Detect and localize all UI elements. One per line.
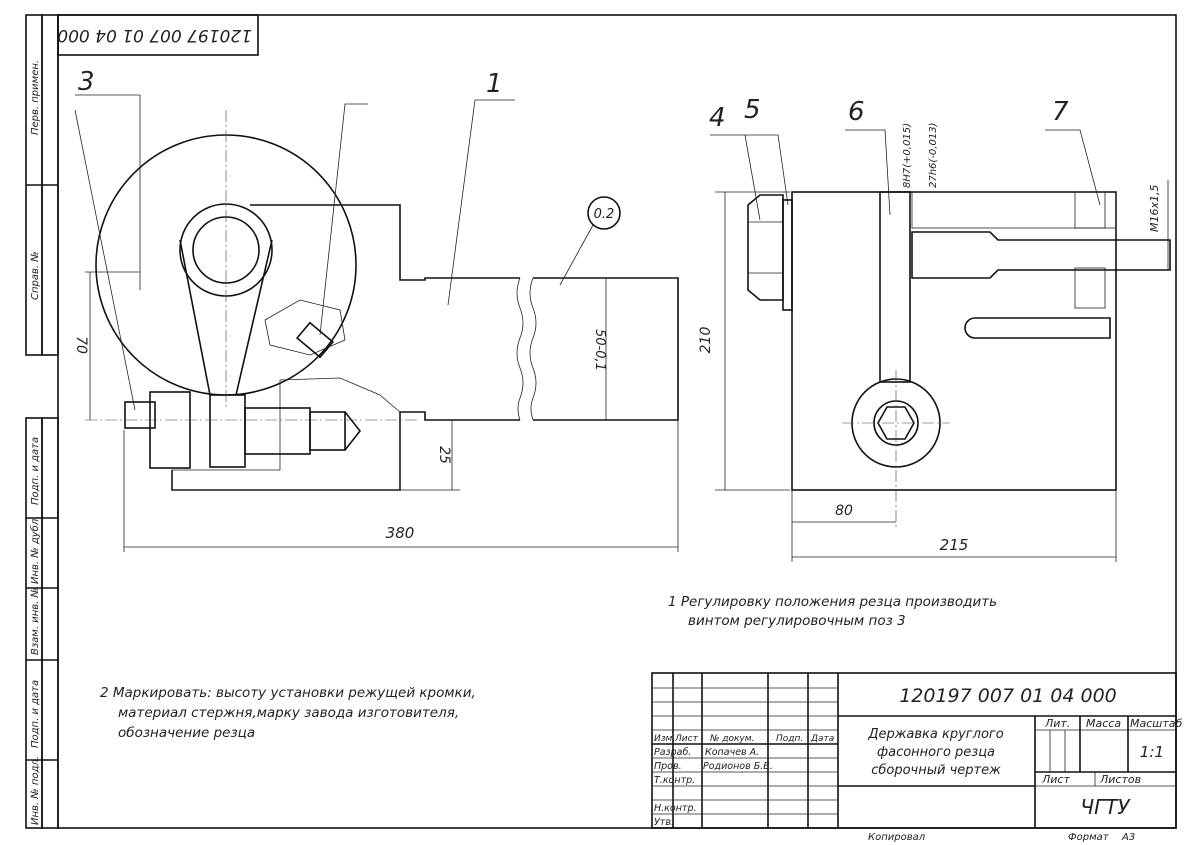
dim-thread: M16x1,5 [1148, 185, 1161, 233]
role-nkontr: Н.контр. [654, 803, 697, 814]
part-label-4: 4 [709, 103, 726, 133]
surface-mark: 0.2 [587, 196, 621, 230]
dim-fit2: 27h6(-0,013) [928, 123, 939, 188]
title-line-1: Державка круглого [867, 727, 1003, 742]
mass-label: Масса [1086, 717, 1121, 730]
name-prov: Родионов Б.В. [703, 761, 773, 772]
hdr-list: Лист [674, 734, 699, 744]
sheet-label: Лист [1041, 773, 1070, 786]
title-block-headers: Изм. Лист № докум. Подп. Дата [654, 734, 834, 744]
dim-70: 70 [73, 336, 89, 354]
title-block-title: Державка круглого фасонного резца сбороч… [867, 727, 1003, 778]
side-label-podp2: Подп. и дата [30, 680, 41, 748]
note-2-line1: 2 Маркировать: высоту установки режущей … [100, 685, 476, 701]
dim-25: 25 [436, 446, 452, 464]
rotated-doc-number: 120197 007 01 04 000 [57, 14, 259, 56]
part-label-6: 6 [848, 97, 865, 127]
side-label-podl: Инв. № подл. [30, 756, 41, 825]
scale-label: Масштаб [1130, 717, 1182, 730]
name-razrab: Копачев А. [705, 747, 759, 758]
part-label-5: 5 [744, 95, 761, 125]
scale-value: 1:1 [1140, 743, 1164, 761]
hdr-podp: Подп. [776, 734, 803, 744]
side-label-dubl: Инв. № дубл. [29, 516, 41, 584]
role-razrab: Разраб. [654, 747, 691, 758]
technical-notes: 1 Регулировку положения резца производит… [100, 594, 997, 741]
dim-215: 215 [940, 536, 969, 554]
side-view [710, 129, 1171, 530]
note-2-line2: материал стержня,марку завода изготовите… [118, 705, 459, 721]
part-label-1: 1 [486, 69, 503, 99]
title-line-2: фасонного резца [877, 745, 995, 760]
dim-50: 50-0,1 [592, 329, 607, 371]
side-label-sprav: Справ. № [30, 251, 41, 300]
side-strip: Перв. примен. Справ. № Подп. и дата Инв.… [29, 60, 41, 825]
note-1-line2: винтом регулировочным поз 3 [688, 613, 906, 629]
part-label-3: 3 [78, 67, 95, 97]
title-block-roles: Разраб. Пров. Т.контр. Н.контр. Утв. Коп… [654, 747, 773, 828]
hdr-data: Дата [810, 734, 834, 744]
drawing-frame [25, 14, 1177, 829]
designation-number: 120197 007 01 04 000 [899, 685, 1117, 707]
title-block-right: Лит. Масса Масштаб 1:1 Лист Листов ЧГТУ [1041, 717, 1182, 819]
front-view [74, 94, 679, 491]
sheets-label: Листов [1099, 773, 1141, 786]
side-label-perv: Перв. примен. [30, 60, 41, 135]
note-2-line3: обозначение резца [118, 725, 255, 741]
part-label-7: 7 [1052, 97, 1069, 127]
hdr-izm: Изм. [654, 734, 675, 744]
hdr-dokum: № докум. [709, 734, 754, 744]
format-label: Формат [1068, 832, 1110, 843]
dim-210: 210 [698, 327, 714, 354]
title-line-3: сборочный чертеж [871, 763, 1001, 778]
side-label-podp1: Подп. и дата [30, 437, 41, 505]
right-dimensions: 210 80 215 8H7(+0,015) 27h6(-0,013) M16x… [698, 123, 1169, 562]
role-utv: Утв. [654, 817, 674, 828]
dim-80: 80 [835, 503, 853, 519]
dim-fit1: 8H7(+0,015) [902, 123, 913, 188]
organization: ЧГТУ [1080, 795, 1131, 819]
lit-label: Лит. [1044, 717, 1070, 730]
svg-text:120197 007 01 04 000: 120197 007 01 04 000 [57, 25, 252, 45]
dim-380: 380 [386, 524, 415, 542]
left-dimensions: 380 70 25 50-0,1 [73, 271, 679, 552]
title-block [651, 672, 1177, 829]
sheet-footer: Копировал Формат А3 [868, 832, 1135, 843]
role-prov: Пров. [654, 761, 682, 772]
svg-text:0.2: 0.2 [594, 207, 615, 222]
role-tkontr: Т.контр. [654, 775, 695, 786]
side-label-vzam: Взам. инв. № [30, 587, 41, 655]
note-1-line1: 1 Регулировку положения резца производит… [668, 594, 997, 610]
format-value: А3 [1121, 832, 1135, 843]
copied-label: Копировал [868, 832, 926, 843]
